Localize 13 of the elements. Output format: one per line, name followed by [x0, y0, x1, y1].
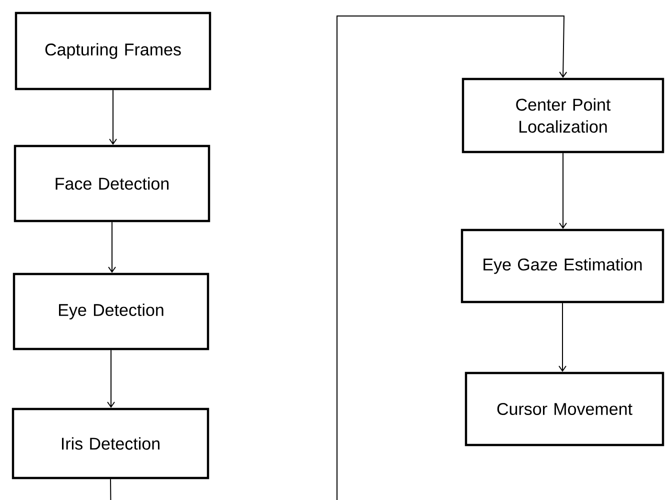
- process-box: Capturing Frames: [14, 12, 212, 90]
- process-box: Iris Detection: [12, 408, 210, 480]
- arrow: [107, 350, 115, 408]
- process-box: Center Point Localization: [462, 78, 664, 154]
- arrow: [558, 302, 566, 372]
- process-box: Face Detection: [14, 144, 210, 222]
- process-box: Eye Detection: [12, 272, 210, 350]
- process-box: Eye Gaze Estimation: [460, 228, 664, 304]
- arrow: [108, 222, 116, 273]
- arrow: [559, 152, 567, 229]
- process-box: Cursor Movement: [464, 372, 664, 446]
- arrow: [109, 90, 117, 145]
- arrow: [110, 16, 568, 500]
